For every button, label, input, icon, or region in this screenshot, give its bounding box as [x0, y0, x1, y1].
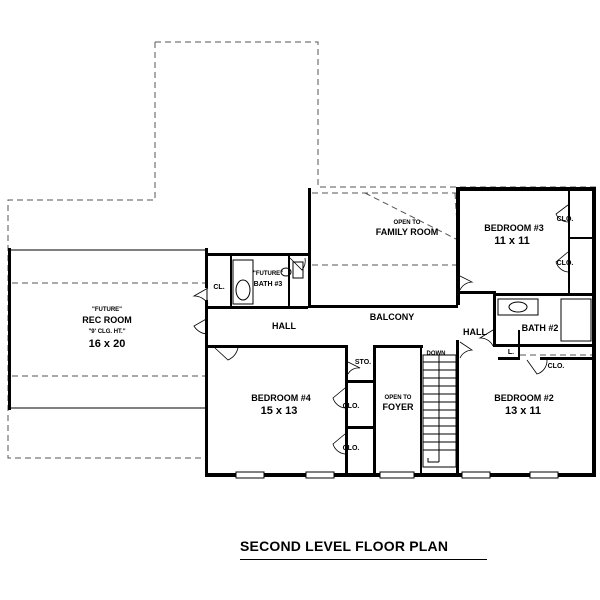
title-underline	[240, 559, 487, 560]
bath3-tag: "FUTURE"	[253, 271, 283, 277]
clo-b4-bottom: CLO.	[343, 445, 360, 452]
bedroom4-dim: 15 x 13	[261, 405, 298, 417]
closet-cl: CL.	[213, 284, 224, 291]
stairs	[422, 354, 457, 468]
family-open-line1: OPEN TO	[394, 220, 421, 226]
clo-b2: CLO.	[548, 363, 565, 370]
rec-room-note: "9' CLG. HT."	[88, 329, 125, 335]
foyer-open-line2: FOYER	[382, 402, 414, 412]
bath3-name: BATH #3	[254, 281, 283, 288]
plan-title: SECOND LEVEL FLOOR PLAN	[240, 538, 449, 554]
balcony: BALCONY	[370, 312, 415, 322]
rec-room-dim: 16 x 20	[89, 338, 126, 350]
foyer-open-line1: OPEN TO	[385, 395, 412, 401]
bedroom2-name: BEDROOM #2	[494, 393, 554, 403]
rec-room-name: REC ROOM	[82, 315, 132, 325]
windows	[235, 471, 559, 479]
linen-closet: L.	[508, 349, 514, 356]
storage-sto: STO.	[355, 359, 371, 366]
clo-b3-top: CLO.	[557, 216, 574, 223]
bedroom4-name: BEDROOM #4	[251, 393, 311, 403]
rec-room-tag: "FUTURE"	[92, 307, 122, 313]
clo-b4-top: CLO.	[343, 403, 360, 410]
bedroom3-dim: 11 x 11	[494, 235, 530, 247]
bath2-name: BATH #2	[522, 323, 559, 333]
family-open-line2: FAMILY ROOM	[376, 227, 439, 237]
hall-left: HALL	[272, 321, 296, 331]
bedroom2-dim: 13 x 11	[505, 405, 541, 417]
clo-b3-bottom: CLO.	[557, 260, 574, 267]
bath3-walls	[208, 253, 308, 309]
door-swings	[192, 204, 569, 455]
hall-right: HALL	[463, 327, 487, 337]
bedroom3-name: BEDROOM #3	[484, 223, 544, 233]
stair-down-label: DOWN	[427, 351, 446, 357]
